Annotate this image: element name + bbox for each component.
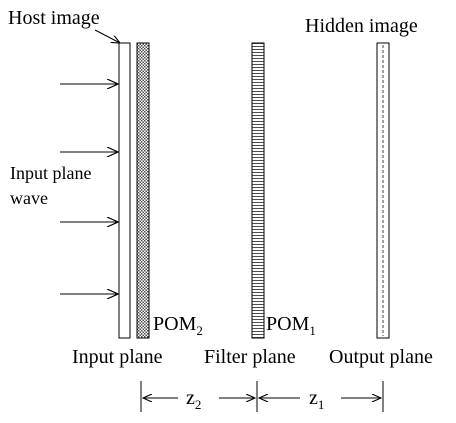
pom1-plate <box>251 42 265 339</box>
output-plane-label: Output plane <box>329 346 433 368</box>
pom2-plate <box>136 42 150 339</box>
host-image-pointer <box>94 29 120 43</box>
input-wave-label-line2: wave <box>10 188 48 208</box>
z1-label: z1 <box>309 387 324 412</box>
host-image-plate <box>118 42 131 339</box>
filter-plane-label: Filter plane <box>204 346 296 368</box>
hidden-image-label: Hidden image <box>305 15 418 37</box>
z2-label: z2 <box>186 387 201 412</box>
input-plane-label: Input plane <box>72 346 163 368</box>
pom2-label: POM2 <box>153 313 203 338</box>
input-wave-label-line1: Input plane <box>10 163 91 183</box>
pom1-label: POM1 <box>266 313 316 338</box>
host-image-label: Host image <box>8 7 100 29</box>
